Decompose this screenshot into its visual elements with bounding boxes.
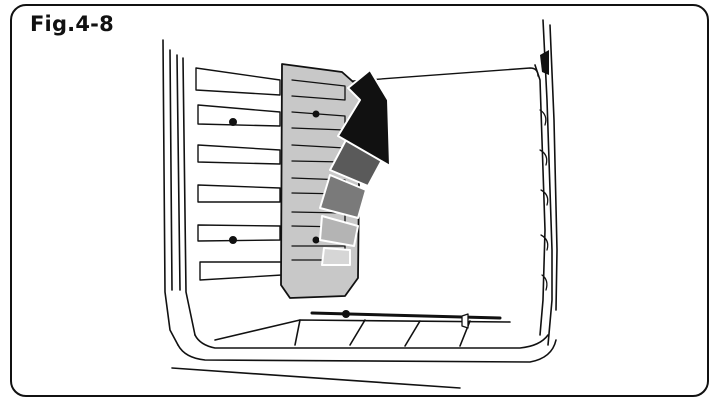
left-rack-supports [195, 67, 283, 281]
panel-screw-lower [312, 236, 320, 244]
figure-label: Fig.4-8 [30, 12, 114, 36]
oven-floor [177, 319, 557, 363]
oven-left-wall [162, 39, 196, 346]
curved-removal-arrow-icon [319, 69, 391, 266]
bottom-rod [310, 310, 502, 329]
oven-back-wall-top [339, 67, 539, 83]
oven-right-edge-dark [540, 50, 549, 75]
panel-screw-upper [312, 110, 320, 118]
rack-screw-upper [229, 118, 237, 126]
right-rack-bumps [539, 109, 549, 291]
oven-floor-edge [171, 367, 461, 389]
rack-screw-lower [229, 236, 237, 244]
